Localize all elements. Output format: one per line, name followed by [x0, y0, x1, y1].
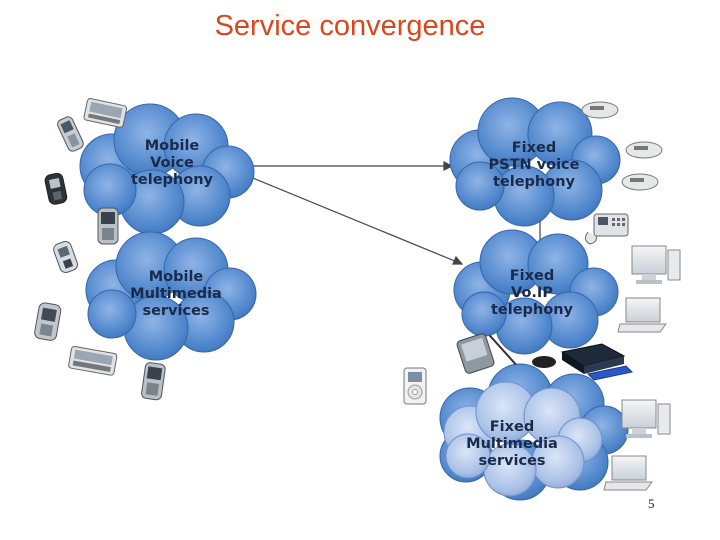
svg-text:Voice: Voice [150, 155, 194, 171]
cloud-label-line: Fixed [510, 268, 554, 284]
svg-text:Mobile: Mobile [149, 269, 204, 285]
fixed-phones [581, 101, 663, 245]
cloud-label-line: Fixed [512, 140, 556, 156]
cloud-fixed-pstn: Fixed PSTN voice telephony [449, 97, 621, 227]
cloud-label-line: Vo.IP [511, 285, 553, 301]
cloud-label-line: Fixed [490, 419, 534, 435]
cloud-label-line: Mobile [149, 269, 204, 285]
mobile-phone-icon [44, 172, 68, 205]
svg-text:Fixed: Fixed [510, 268, 554, 284]
computers [603, 245, 681, 491]
corded-phone-icon [625, 141, 663, 159]
mobile-phone-icon [53, 241, 78, 274]
cloud-fixed-multimedia: Fixed Multimedia services [439, 363, 629, 501]
corded-phone-icon [581, 101, 619, 119]
desktop-computer-icon [621, 399, 671, 438]
mobile-devices [34, 98, 166, 401]
cloud-label-line: Multimedia [130, 286, 222, 302]
svg-text:telephony: telephony [493, 174, 576, 190]
mobile-phone-icon [57, 116, 84, 152]
svg-text:Multimedia: Multimedia [130, 286, 222, 302]
connector-voice-voip [247, 175, 463, 265]
game-console-icon [532, 343, 634, 381]
svg-text:services: services [478, 453, 545, 469]
pda-icon [83, 98, 128, 128]
cloud-label-line: services [142, 303, 209, 319]
svg-text:Multimedia: Multimedia [466, 436, 558, 452]
cloud-fixed-voip: Fixed Vo.IP telephony [453, 229, 619, 355]
svg-text:Fixed: Fixed [512, 140, 556, 156]
svg-text:Mobile: Mobile [145, 138, 200, 154]
laptop-icon [603, 455, 653, 491]
music-player-icon [403, 367, 427, 405]
cloud-label-line: telephony [493, 174, 576, 190]
svg-text:telephony: telephony [491, 302, 574, 318]
desk-phone-icon [584, 213, 629, 245]
corded-phone-icon [621, 173, 659, 191]
cloud-label-line: Mobile [145, 138, 200, 154]
svg-text:Fixed: Fixed [490, 419, 534, 435]
cloud-mobile-voice: Mobile Voice telephony [79, 103, 255, 235]
svg-text:telephony: telephony [131, 172, 214, 188]
mobile-phone-icon [141, 362, 166, 401]
mobile-phone-icon [34, 302, 62, 341]
cloud-label-line: Voice [150, 155, 194, 171]
pda-stylus-icon [456, 333, 517, 374]
cloud-label-line: Multimedia [466, 436, 558, 452]
slide-title: Service convergence [214, 10, 486, 42]
laptop-icon [617, 297, 667, 333]
pda-icon [68, 345, 118, 376]
mobile-phone-icon [97, 207, 119, 245]
cloud-mobile-multimedia: Mobile Multimedia services [85, 231, 257, 361]
svg-text:services: services [142, 303, 209, 319]
cloud-label-line: services [478, 453, 545, 469]
cloud-label-line: telephony [491, 302, 574, 318]
svg-text:PSTN voice: PSTN voice [489, 157, 580, 173]
page-number: 5 [648, 496, 655, 511]
svg-text:Vo.IP: Vo.IP [511, 285, 553, 301]
cloud-label-line: telephony [131, 172, 214, 188]
desktop-computer-icon [631, 245, 681, 284]
cloud-label-line: PSTN voice [489, 157, 580, 173]
media-devices [403, 333, 634, 405]
